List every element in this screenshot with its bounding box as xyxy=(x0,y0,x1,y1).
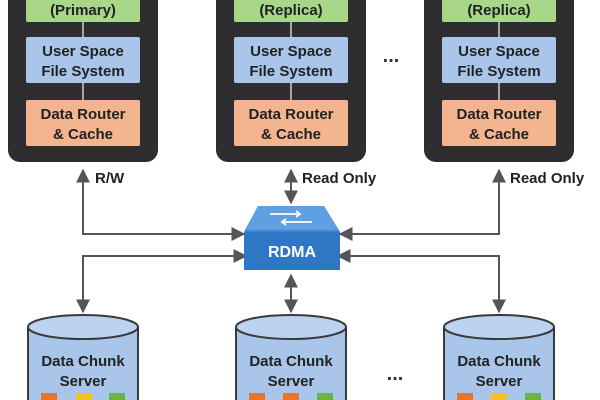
file-system-box xyxy=(234,37,348,83)
data-router-box xyxy=(234,100,348,146)
file-system-label-line1: User Space xyxy=(42,43,124,60)
data-router-box xyxy=(442,100,556,146)
data-router-label-line2: & Cache xyxy=(53,126,113,143)
node-ellipsis: ... xyxy=(383,45,400,67)
file-system-label-line2: File System xyxy=(249,63,332,80)
chunk-block xyxy=(76,393,92,400)
file-system-label-line1: User Space xyxy=(458,43,540,60)
data-router-label-line2: & Cache xyxy=(261,126,321,143)
file-system-label-line2: File System xyxy=(41,63,124,80)
chunk-block xyxy=(109,393,125,400)
compute-node-replica-2: (Replica) User Space File System Data Ro… xyxy=(424,0,574,162)
chunk-block xyxy=(491,393,507,400)
data-chunk-server-1: Data Chunk Server xyxy=(27,314,139,400)
link-replica2-rdma xyxy=(338,168,506,241)
server-label-line1: Data Chunk xyxy=(41,353,125,370)
compute-node-primary: (Primary) User Space File System Data Ro… xyxy=(8,0,158,162)
link-primary-rdma xyxy=(76,168,246,241)
rdma-hub: RDMA xyxy=(244,206,340,270)
data-router-box xyxy=(26,100,140,146)
role-label: (Replica) xyxy=(259,2,322,19)
chunk-block xyxy=(283,393,299,400)
role-box xyxy=(26,0,140,22)
data-router-label-line2: & Cache xyxy=(469,126,529,143)
server-label-line1: Data Chunk xyxy=(249,353,333,370)
data-router-label-line1: Data Router xyxy=(456,106,541,123)
link-rdma-server1 xyxy=(76,249,248,314)
data-chunk-server-2: Data Chunk Server xyxy=(235,314,347,400)
role-label: (Replica) xyxy=(467,2,530,19)
file-system-box xyxy=(442,37,556,83)
server-label-line1: Data Chunk xyxy=(457,353,541,370)
file-system-label-line1: User Space xyxy=(250,43,332,60)
chunk-block xyxy=(457,393,473,400)
file-system-box xyxy=(26,37,140,83)
role-box xyxy=(234,0,348,22)
link-rdma-server3 xyxy=(336,249,506,314)
data-chunk-server-3: Data Chunk Server xyxy=(443,314,555,400)
chunk-block xyxy=(41,393,57,400)
server-ellipsis: ... xyxy=(387,363,404,385)
chunk-block xyxy=(317,393,333,400)
server-label-line2: Server xyxy=(60,373,107,390)
chunk-block xyxy=(249,393,265,400)
compute-node-replica-1: (Replica) User Space File System Data Ro… xyxy=(216,0,366,162)
link-label-read-only-1: Read Only xyxy=(302,170,377,187)
data-router-label-line1: Data Router xyxy=(40,106,125,123)
data-router-label-line1: Data Router xyxy=(248,106,333,123)
link-label-rw: R/W xyxy=(95,170,125,187)
server-label-line2: Server xyxy=(476,373,523,390)
chunk-block xyxy=(525,393,541,400)
rdma-label: RDMA xyxy=(268,244,316,261)
server-label-line2: Server xyxy=(268,373,315,390)
link-label-read-only-2: Read Only xyxy=(510,170,585,187)
role-label: (Primary) xyxy=(50,2,116,19)
switch-icon xyxy=(270,210,312,226)
connectors xyxy=(76,168,506,314)
role-box xyxy=(442,0,556,22)
file-system-label-line2: File System xyxy=(457,63,540,80)
